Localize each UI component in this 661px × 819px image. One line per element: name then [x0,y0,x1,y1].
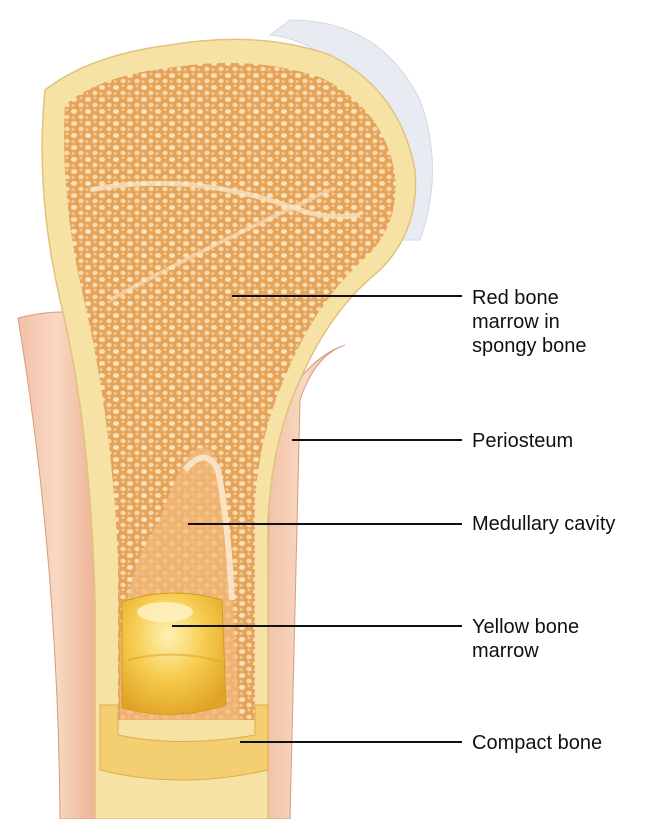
label-medullary-cavity: Medullary cavity [472,512,615,536]
label-compact-bone: Compact bone [472,731,602,755]
label-red-bone-marrow: Red bone marrow in spongy bone [472,286,587,358]
marrow-highlight [137,602,193,622]
label-yellow-bone-marrow: Yellow bone marrow [472,615,579,663]
label-periosteum: Periosteum [472,429,573,453]
